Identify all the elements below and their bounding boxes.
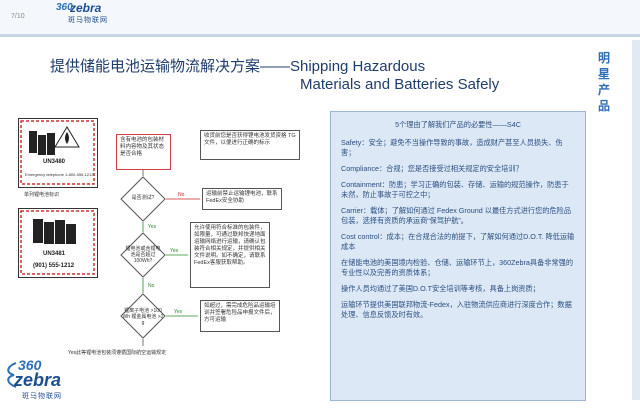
logo-cn: 斑马物联网 xyxy=(68,17,108,24)
box-prohibit: 运输前禁止运输锂电池，联系FedEx安全协助 xyxy=(202,188,282,210)
hazard-label-1: UN3480 Emergency telephone 1-800-555-121… xyxy=(18,118,98,188)
reasons-panel: 5个理由了解我们产品的必要性——S4C Safety：安全；避免不当操作导致的事… xyxy=(330,111,586,401)
hazard-label-2: UN3481 (901) 555-1212 xyxy=(18,208,98,278)
reason-compliance: Compliance：合规；您是否接受过相关规定的安全培训？ xyxy=(341,164,523,173)
decision-2-no: No xyxy=(148,283,155,289)
page-number: 7/10 xyxy=(11,13,25,20)
reasons-heading: 5个理由了解我们产品的必要性——S4C xyxy=(395,120,521,129)
title-line-2: Materials and Batteries Safely xyxy=(300,76,500,93)
box-contents-check: 含有电池的包装材料内容物及其状态是否合格 xyxy=(116,134,171,170)
decision-1-yes: Yes xyxy=(148,224,157,230)
decision-limits xyxy=(120,293,166,339)
reason-carrier: Carrier：载体；了解如何通过 Fedex Ground 以最佳方式进行您的… xyxy=(341,206,572,225)
hazard-1-code: UN3480 xyxy=(43,159,66,165)
reason-containment: Containment：防患；学习正确的包装、存储、运输的规范操作，防患于未然，… xyxy=(341,180,569,199)
hazard-2-code: UN3481 xyxy=(43,251,66,257)
slide-title: 提供储能电池运输物流解决方案——Shipping Hazardous Mater… xyxy=(50,58,500,94)
footer-logo-word: zebra xyxy=(14,370,62,390)
flow-diagram: UN3480 Emergency telephone 1-800-555-121… xyxy=(18,118,318,363)
decision-1-label: 是否测试? xyxy=(131,195,155,201)
decision-tested xyxy=(120,176,166,222)
title-line-1: 提供储能电池运输物流解决方案——Shipping Hazardous xyxy=(50,58,426,75)
header-rule xyxy=(0,34,640,37)
footer-logo-number: 360 xyxy=(18,357,42,373)
side-bar xyxy=(632,40,640,400)
box-training: 如超过，需完成危险品运输培训并签署危险品申报文件后，方可运输 xyxy=(200,300,280,332)
decision-over-100wh xyxy=(120,232,166,278)
flow-connectors xyxy=(142,170,200,346)
point-fedex: 运输环节提供美国联邦物流-Fedex，入驻物流供应商进行深度合作；数据处理、信息… xyxy=(341,300,572,319)
hazard-1-caption: 单列锂电池标识 xyxy=(24,192,60,198)
box-qualification: 收货前您是否获得锂电池发货资格 TG 文件，以便进行正确的标示 xyxy=(200,130,300,160)
battery-icon xyxy=(20,210,95,275)
zebra-swirl-icon xyxy=(7,362,17,388)
decision-2-label: 锂电池或含锂电池是否超过100Wh? xyxy=(125,246,161,264)
bottom-caption: Yes此等锂电池包装须遵循国际航空运输规定 xyxy=(68,350,167,356)
hazard-1-phone: Emergency telephone 1-800-555-1212 xyxy=(25,172,94,177)
decision-3-yes: Yes xyxy=(174,309,183,315)
logo-word: zebra xyxy=(70,1,102,15)
header-band xyxy=(0,0,640,34)
footer-logo: 360 zebra 斑马物联网 xyxy=(4,357,64,403)
decision-1-no: No xyxy=(178,192,185,198)
header-logo: 360 zebra 斑马物联网 xyxy=(56,1,116,28)
side-label: 明星产品 xyxy=(597,51,610,113)
hazard-2-phone: (901) 555-1212 xyxy=(33,263,75,269)
decision-3-label: 锂离子电池 >100 Wh 锂金属电池 >2 g xyxy=(122,308,164,326)
point-training: 操作人员均通过了美国D.O.T安全培训等考核，具备上岗资质； xyxy=(341,284,540,293)
reason-cost-control: Cost control：成本；在合规合法的前提下，了解如何通过D.O.T. 降… xyxy=(341,232,575,251)
logo-number: 360 xyxy=(56,2,73,13)
point-expertise: 在储能电池的美国境内检验、仓储、运输环节上，360Zebra具备非常强的专业性以… xyxy=(341,258,574,277)
footer-logo-cn: 斑马物联网 xyxy=(22,393,62,400)
box-allowed: 允许使用符合标准的包装件，如限量，可通过联邦快递地面运输网络进行运输，请确认包装… xyxy=(190,222,270,288)
battery-hazard-icon xyxy=(20,120,95,185)
reason-safety: Safety：安全；避免不当操作导致的事故，造成财产甚至人员损失、伤害； xyxy=(341,138,563,157)
decision-2-yes: Yes xyxy=(170,248,179,254)
